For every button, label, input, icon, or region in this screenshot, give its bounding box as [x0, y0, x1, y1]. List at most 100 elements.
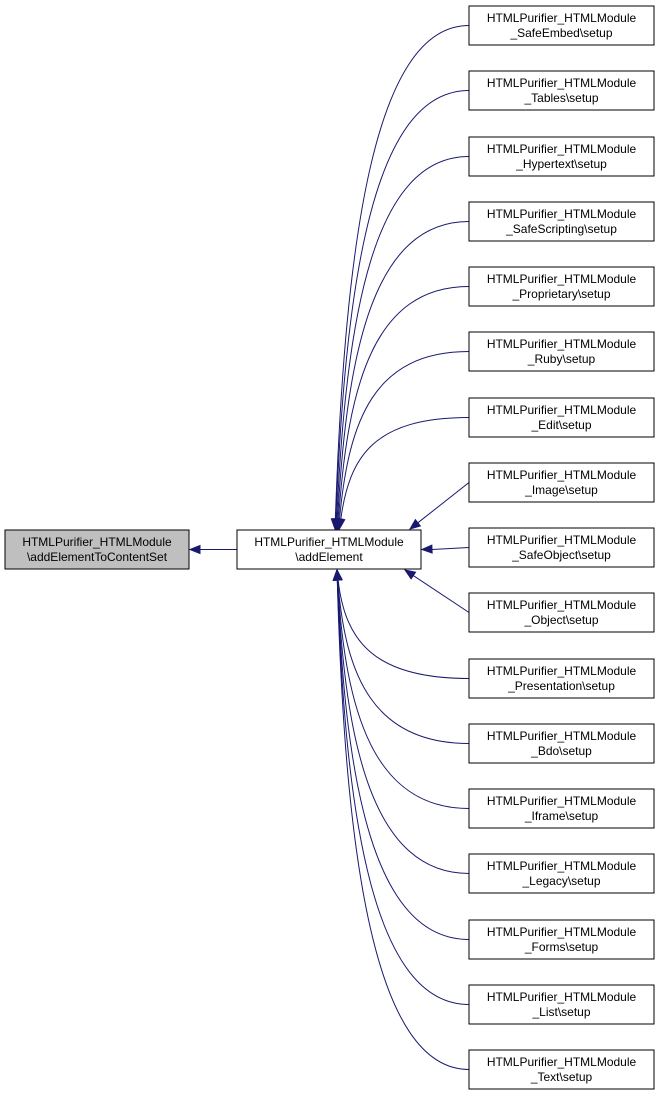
- caller-node-2[interactable]: HTMLPurifier_HTMLModule_Hypertext\setup: [468, 136, 655, 177]
- edge-caller-0-to-center: [330, 25, 470, 531]
- center-node-box: [236, 529, 422, 570]
- edge-caller-8-to-center: [420, 544, 470, 554]
- call-graph-nodes: HTMLPurifier_HTMLModule\addElementToCont…: [4, 5, 655, 1090]
- edge-caller-3-to-center: [332, 221, 470, 531]
- edge-caller-9-to-center-line: [413, 575, 470, 613]
- edge-center-to-root-arrowhead-icon: [188, 544, 201, 555]
- edge-caller-11-to-center-line: [337, 579, 470, 744]
- edge-caller-16-to-center: [332, 568, 470, 1070]
- caller-node-10[interactable]: HTMLPurifier_HTMLModule_Presentation\set…: [468, 658, 655, 699]
- caller-node-7-label-line-2: _Image\setup: [524, 483, 598, 497]
- caller-node-5[interactable]: HTMLPurifier_HTMLModule_Ruby\setup: [468, 331, 655, 372]
- caller-node-11-label-line-1: HTMLPurifier_HTMLModule: [487, 729, 637, 743]
- caller-node-6-label-line-2: _Edit\setup: [530, 418, 591, 432]
- edge-caller-15-to-center: [332, 568, 470, 1005]
- caller-node-3[interactable]: HTMLPurifier_HTMLModule_SafeScripting\se…: [468, 201, 655, 242]
- caller-node-12-label-line-2: _Iframe\setup: [524, 809, 599, 823]
- caller-node-6[interactable]: HTMLPurifier_HTMLModule_Edit\setup: [468, 397, 655, 438]
- caller-node-4-label-line-1: HTMLPurifier_HTMLModule: [487, 272, 637, 286]
- edge-caller-9-to-center: [403, 569, 470, 613]
- center-node[interactable]: HTMLPurifier_HTMLModule\addElement: [236, 529, 422, 570]
- caller-node-7-box: [468, 462, 655, 503]
- edge-caller-6-to-center-line: [340, 417, 470, 520]
- edge-caller-10-to-center: [333, 568, 470, 679]
- caller-node-1-box: [468, 70, 655, 111]
- caller-node-14-label-line-2: _Forms\setup: [524, 940, 599, 954]
- caller-node-8-label-line-1: HTMLPurifier_HTMLModule: [487, 533, 637, 547]
- edge-caller-12-to-center-line: [337, 579, 470, 809]
- caller-node-12-label-line-1: HTMLPurifier_HTMLModule: [487, 794, 637, 808]
- caller-node-0[interactable]: HTMLPurifier_HTMLModule_SafeEmbed\setup: [468, 5, 655, 46]
- edge-caller-14-to-center: [332, 568, 470, 940]
- edge-caller-11-to-center: [333, 568, 470, 744]
- caller-node-13[interactable]: HTMLPurifier_HTMLModule_Legacy\setup: [468, 853, 655, 894]
- center-node-label-line-1: HTMLPurifier_HTMLModule: [254, 535, 404, 549]
- caller-node-14[interactable]: HTMLPurifier_HTMLModule_Forms\setup: [468, 919, 655, 960]
- edge-caller-12-to-center: [332, 568, 470, 809]
- edge-caller-6-to-center: [336, 417, 470, 531]
- caller-node-7-label-line-1: HTMLPurifier_HTMLModule: [487, 468, 637, 482]
- edge-caller-2-to-center-line: [336, 156, 470, 520]
- call-graph-edges: [188, 25, 470, 1070]
- edge-center-to-root: [188, 544, 237, 555]
- edge-caller-13-to-center-line: [336, 579, 470, 874]
- caller-node-13-box: [468, 853, 655, 894]
- caller-node-10-label-line-1: HTMLPurifier_HTMLModule: [487, 664, 637, 678]
- caller-node-10-box: [468, 658, 655, 699]
- caller-node-0-label-line-2: _SafeEmbed\setup: [509, 26, 612, 40]
- caller-node-2-label-line-2: _Hypertext\setup: [515, 157, 607, 171]
- caller-node-3-label-line-2: _SafeScripting\setup: [505, 222, 617, 236]
- root-node[interactable]: HTMLPurifier_HTMLModule\addElementToCont…: [4, 529, 190, 570]
- edge-caller-16-to-center-arrowhead-icon: [332, 568, 343, 581]
- edge-caller-9-to-center-arrowhead-icon: [403, 569, 417, 580]
- caller-node-0-box: [468, 5, 655, 46]
- caller-node-1[interactable]: HTMLPurifier_HTMLModule_Tables\setup: [468, 70, 655, 111]
- caller-node-16[interactable]: HTMLPurifier_HTMLModule_Text\setup: [468, 1049, 655, 1090]
- edge-caller-3-to-center-line: [337, 221, 470, 520]
- caller-node-5-box: [468, 331, 655, 372]
- edge-caller-4-to-center-line: [338, 286, 470, 520]
- caller-node-1-label-line-2: _Tables\setup: [523, 91, 598, 105]
- caller-node-5-label-line-1: HTMLPurifier_HTMLModule: [487, 337, 637, 351]
- caller-node-14-label-line-1: HTMLPurifier_HTMLModule: [487, 925, 637, 939]
- edge-caller-14-to-center-line: [336, 579, 470, 940]
- caller-node-9-box: [468, 592, 655, 633]
- edge-caller-7-to-center: [408, 482, 470, 530]
- edge-caller-6-to-center-arrowhead-icon: [336, 517, 346, 531]
- edge-caller-7-to-center-arrowhead-icon: [408, 518, 422, 530]
- edge-caller-2-to-center: [332, 156, 470, 531]
- caller-node-3-label-line-1: HTMLPurifier_HTMLModule: [487, 207, 637, 221]
- caller-node-9-label-line-2: _Object\setup: [523, 613, 598, 627]
- caller-node-15-label-line-1: HTMLPurifier_HTMLModule: [487, 990, 637, 1004]
- edge-caller-1-to-center: [331, 90, 470, 531]
- caller-node-10-label-line-2: _Presentation\setup: [507, 679, 615, 693]
- caller-node-4[interactable]: HTMLPurifier_HTMLModule_Proprietary\setu…: [468, 266, 655, 307]
- edge-caller-15-to-center-line: [336, 579, 470, 1005]
- root-node-box: [4, 529, 190, 570]
- caller-node-16-label-line-2: _Text\setup: [530, 1070, 593, 1084]
- edge-caller-16-to-center-line: [336, 579, 470, 1070]
- caller-node-13-label-line-1: HTMLPurifier_HTMLModule: [487, 859, 637, 873]
- caller-node-2-label-line-1: HTMLPurifier_HTMLModule: [487, 142, 637, 156]
- edge-caller-5-to-center: [334, 351, 470, 531]
- caller-node-6-label-line-1: HTMLPurifier_HTMLModule: [487, 403, 637, 417]
- caller-node-9[interactable]: HTMLPurifier_HTMLModule_Object\setup: [468, 592, 655, 633]
- caller-node-4-label-line-2: _Proprietary\setup: [511, 287, 610, 301]
- caller-node-12[interactable]: HTMLPurifier_HTMLModule_Iframe\setup: [468, 788, 655, 829]
- caller-node-8[interactable]: HTMLPurifier_HTMLModule_SafeObject\setup: [468, 527, 655, 568]
- edge-caller-4-to-center: [333, 286, 470, 531]
- caller-node-15[interactable]: HTMLPurifier_HTMLModule_List\setup: [468, 984, 655, 1025]
- caller-node-7[interactable]: HTMLPurifier_HTMLModule_Image\setup: [468, 462, 655, 503]
- edge-caller-8-to-center-arrowhead-icon: [420, 544, 433, 554]
- caller-node-15-label-line-2: _List\setup: [531, 1005, 590, 1019]
- edge-caller-1-to-center-line: [335, 90, 470, 520]
- caller-node-14-box: [468, 919, 655, 960]
- caller-node-2-box: [468, 136, 655, 177]
- root-node-label-line-1: HTMLPurifier_HTMLModule: [22, 535, 172, 549]
- root-node-label-line-2: \addElementToContentSet: [27, 550, 168, 564]
- caller-node-16-box: [468, 1049, 655, 1090]
- caller-node-4-box: [468, 266, 655, 307]
- caller-node-15-box: [468, 984, 655, 1025]
- caller-node-11[interactable]: HTMLPurifier_HTMLModule_Bdo\setup: [468, 723, 655, 764]
